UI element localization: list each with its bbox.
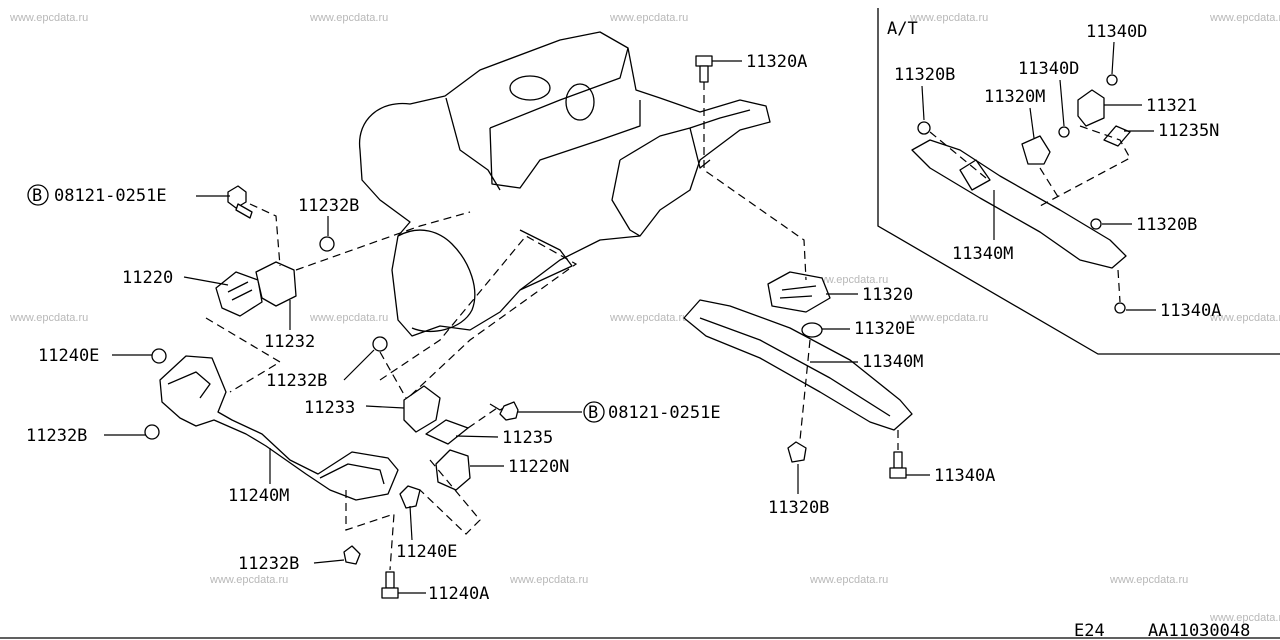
label-11232B-lower: 11232B <box>26 426 87 446</box>
inset-title: A/T <box>887 19 918 39</box>
bolt-11240A <box>381 571 399 599</box>
bolt-symbol-letter: B <box>32 186 42 206</box>
label-08121-0251E-mid: 08121-0251E <box>608 403 721 423</box>
washer-11320E <box>801 322 823 338</box>
nut-11232B <box>319 236 335 252</box>
watermark: www.epcdata.ru <box>309 12 388 24</box>
watermark: www.epcdata.ru <box>209 574 288 586</box>
bolt-08121-top <box>227 185 253 219</box>
inset-nut-11320B-lower <box>1090 218 1102 230</box>
oil-pan-edge <box>519 229 573 291</box>
inset-label-11320M: 11320M <box>984 87 1045 107</box>
member-11240M <box>159 355 399 501</box>
label-08121-0251E-top: 08121-0251E <box>54 186 167 206</box>
label-11320A: 11320A <box>746 52 807 72</box>
callout-bolt-08121-mid: B 08121-0251E <box>518 401 721 423</box>
label-11340M: 11340M <box>862 352 923 372</box>
watermark: www.epcdata.ru <box>1209 312 1280 324</box>
engine-block <box>358 31 771 337</box>
nut-11232B-mid <box>372 336 388 352</box>
bolt-08121-mid <box>489 401 519 421</box>
inset-label-11340D-upper: 11340D <box>1086 22 1147 42</box>
label-11320: 11320 <box>862 285 913 305</box>
nut-11232B-bottom <box>343 545 361 565</box>
label-11220N: 11220N <box>508 457 569 477</box>
inset-bolt-11340D <box>1106 74 1118 86</box>
watermark-layer: www.epcdata.ru www.epcdata.ru www.epcdat… <box>9 12 1280 624</box>
label-11220: 11220 <box>122 268 173 288</box>
inset-nut-11320B <box>917 121 931 135</box>
label-11240E-lower: 11240E <box>396 542 457 562</box>
engine-edge <box>445 97 501 191</box>
watermark: www.epcdata.ru <box>609 312 688 324</box>
label-11320E: 11320E <box>854 319 915 339</box>
inset-label-11235N: 11235N <box>1158 121 1219 141</box>
label-11340A: 11340A <box>934 466 995 486</box>
label-11232: 11232 <box>264 332 315 352</box>
label-11232B-upper: 11232B <box>298 196 359 216</box>
inset-label-11340D-lower: 11340D <box>1018 59 1079 79</box>
inset-label-11321: 11321 <box>1146 96 1197 116</box>
bolt-symbol-letter: B <box>588 403 598 423</box>
inset-member-11340M <box>911 139 1127 269</box>
nut-11232B-lower <box>144 424 160 440</box>
label-11320B: 11320B <box>768 498 829 518</box>
label-11235: 11235 <box>502 428 553 448</box>
callout-bolt-08121-top: B 08121-0251E <box>27 184 230 206</box>
inset-bracket-11235N <box>1103 125 1131 147</box>
bolt-11320A <box>695 55 713 83</box>
crank-pulley-belt <box>397 229 476 332</box>
inset-label-11340M: 11340M <box>952 244 1013 264</box>
at-inset-frame <box>877 8 1280 355</box>
nut-11240E <box>151 348 167 364</box>
inset-insulator-11320M <box>1021 135 1051 165</box>
valve-cover-edge <box>489 47 629 129</box>
inset-bracket-11321 <box>1077 89 1105 127</box>
watermark: www.epcdata.ru <box>309 312 388 324</box>
watermark: www.epcdata.ru <box>809 574 888 586</box>
bracket-11233 <box>403 385 441 433</box>
transmission-tail <box>689 127 711 169</box>
watermark: www.epcdata.ru <box>909 312 988 324</box>
bracket-11220 <box>215 271 263 317</box>
insulator-11320 <box>767 271 831 313</box>
footer-diagram-code: AA11030048 <box>1148 621 1250 640</box>
label-11240M: 11240M <box>228 486 289 506</box>
label-11240E-upper: 11240E <box>38 346 99 366</box>
bolt-11340A <box>889 451 907 479</box>
footer-section-code: E24 <box>1074 621 1105 640</box>
watermark: www.epcdata.ru <box>609 12 688 24</box>
label-11240A: 11240A <box>428 584 489 604</box>
bracket-11235 <box>425 419 469 445</box>
watermark: www.epcdata.ru <box>9 312 88 324</box>
intake-manifold <box>489 100 641 189</box>
watermark: www.epcdata.ru <box>1109 574 1188 586</box>
label-11233: 11233 <box>304 398 355 418</box>
inset-label-11340A: 11340A <box>1160 301 1221 321</box>
watermark: www.epcdata.ru <box>9 12 88 24</box>
watermark: www.epcdata.ru <box>809 274 888 286</box>
watermark: www.epcdata.ru <box>909 12 988 24</box>
watermark: www.epcdata.ru <box>1209 12 1280 24</box>
label-11232B-bottom: 11232B <box>238 554 299 574</box>
nut-11320B <box>787 441 807 463</box>
insulator-11220N <box>435 449 471 491</box>
bolt-symbol-circle <box>27 184 49 206</box>
insulator-11232 <box>255 261 297 307</box>
oil-filler-cap <box>509 75 551 101</box>
bolt-symbol-circle <box>583 401 605 423</box>
label-11232B-mid: 11232B <box>266 371 327 391</box>
watermark: www.epcdata.ru <box>509 574 588 586</box>
watermark: www.epcdata.ru <box>1209 612 1280 624</box>
inset-label-11320B-lower: 11320B <box>1136 215 1197 235</box>
inset-label-11320B-upper: 11320B <box>894 65 955 85</box>
engine-port <box>565 83 595 121</box>
inset-nut-11340D <box>1058 126 1070 138</box>
nut-11240E-lower <box>399 485 421 509</box>
inset-bolt-11340A <box>1114 302 1126 314</box>
transmission-case <box>611 109 751 237</box>
